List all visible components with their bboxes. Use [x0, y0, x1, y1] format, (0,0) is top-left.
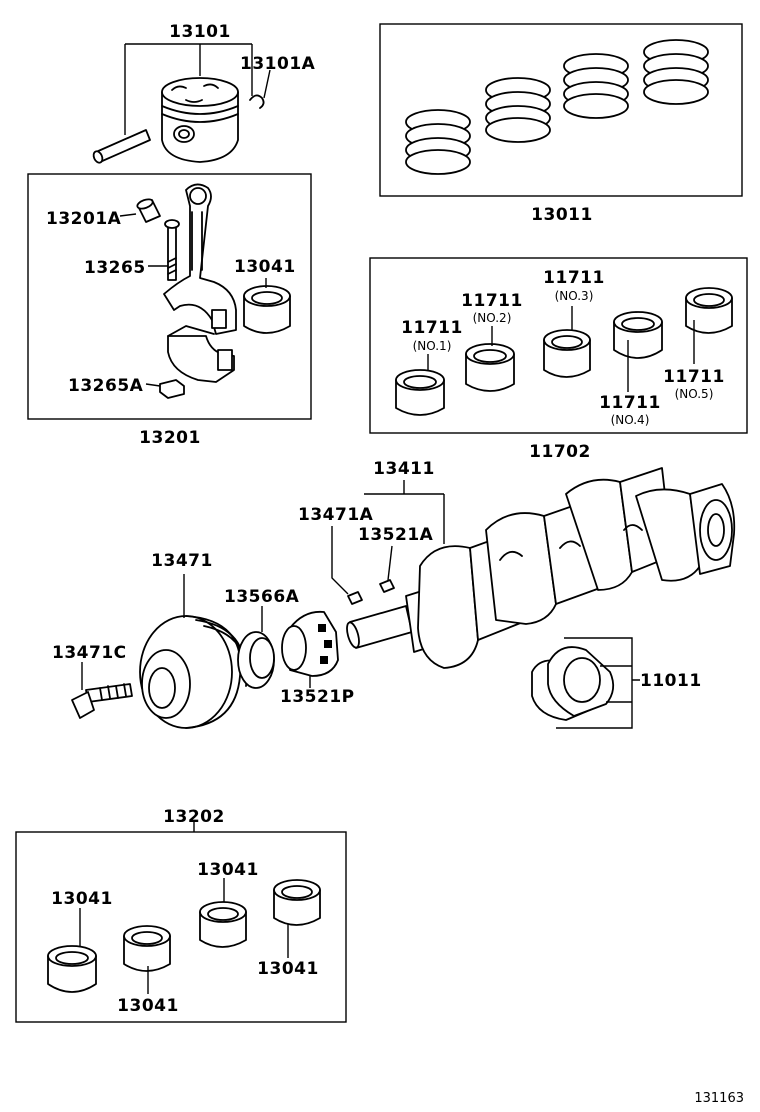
- leader-13265A: [145, 383, 161, 387]
- main-bearing-no5-icon: [685, 287, 733, 334]
- rod-nut-icon: [159, 379, 185, 399]
- leader-13101A: [263, 69, 271, 99]
- rod-bearing-b-icon: [123, 925, 171, 972]
- rod-bearing-c-icon: [199, 901, 247, 948]
- label-11711-no2: 11711: [461, 291, 523, 311]
- label-11711-no4: 11711: [599, 393, 661, 413]
- leader-13101: [124, 43, 253, 135]
- rod-bearing-icon: [243, 285, 291, 334]
- connecting-rod-icon: [163, 183, 237, 335]
- piston-ring-set-box: [379, 23, 743, 197]
- label-13566A: 13566A: [224, 587, 300, 607]
- leader-13521A: [387, 545, 393, 581]
- pulley-bolt-icon: [71, 683, 133, 719]
- piston-pin-icon: [92, 129, 151, 164]
- label-13521P: 13521P: [280, 687, 355, 707]
- crank-key-small-icon: [379, 579, 395, 593]
- label-13265: 13265: [84, 258, 146, 278]
- leader-11011: [556, 637, 640, 729]
- label-13201A: 13201A: [46, 209, 122, 229]
- main-bearing-set-box: [369, 257, 748, 434]
- label-11711-no5: 11711: [663, 367, 725, 387]
- piston-rings-icon: [405, 39, 709, 175]
- oil-seal-spacer-icon: [237, 631, 275, 689]
- connecting-rod-box: [27, 173, 312, 420]
- sublabel-no5: (NO.5): [675, 387, 714, 401]
- label-13041-a: 13041: [51, 889, 113, 909]
- crank-key-icon: [347, 591, 363, 605]
- label-13041-d: 13041: [257, 959, 319, 979]
- rod-bearing-d-icon: [273, 879, 321, 926]
- label-13201: 13201: [139, 428, 201, 448]
- main-bearing-no1-icon: [395, 369, 445, 416]
- figure-number: 131163: [694, 1091, 744, 1106]
- label-11702: 11702: [529, 442, 591, 462]
- label-13521A: 13521A: [358, 525, 434, 545]
- rod-bushing-icon: [136, 198, 161, 223]
- thrust-washers-icon: [531, 646, 615, 721]
- label-13101A: 13101A: [240, 54, 316, 74]
- crankshaft-pulley-icon: [139, 615, 248, 729]
- label-13041-b: 13041: [117, 996, 179, 1016]
- main-bearing-no3-icon: [543, 329, 591, 378]
- leader-13201A: [119, 213, 137, 217]
- piston-icon: [161, 77, 239, 163]
- leader-13471A: [331, 526, 349, 595]
- sublabel-no3: (NO.3): [555, 289, 594, 303]
- label-11011: 11011: [640, 671, 702, 691]
- label-13041-rod: 13041: [234, 257, 296, 277]
- label-13471: 13471: [151, 551, 213, 571]
- sublabel-no1: (NO.1): [413, 339, 452, 353]
- rod-bearing-a-icon: [47, 945, 97, 993]
- leader-13411: [364, 480, 445, 544]
- label-13411: 13411: [373, 459, 435, 479]
- main-bearing-no2-icon: [465, 343, 515, 392]
- label-13471A: 13471A: [298, 505, 374, 525]
- label-13011: 13011: [531, 205, 593, 225]
- label-13202: 13202: [163, 807, 225, 827]
- label-13041-c: 13041: [197, 860, 259, 880]
- sublabel-no4: (NO.4): [611, 413, 650, 427]
- label-11711-no1: 11711: [401, 318, 463, 338]
- rod-bolt-icon: [164, 219, 180, 281]
- label-13265A: 13265A: [68, 376, 144, 396]
- main-bearing-no4-icon: [613, 311, 663, 359]
- snap-ring-icon: [249, 94, 265, 109]
- crank-timing-gear-icon: [281, 610, 339, 677]
- label-11711-no3: 11711: [543, 268, 605, 288]
- crankshaft-icon: [346, 467, 736, 669]
- rod-cap-icon: [167, 325, 235, 383]
- rod-bearing-set-box: [15, 831, 347, 1023]
- sublabel-no2: (NO.2): [473, 311, 512, 325]
- label-13101: 13101: [169, 22, 231, 42]
- label-13471C: 13471C: [52, 643, 127, 663]
